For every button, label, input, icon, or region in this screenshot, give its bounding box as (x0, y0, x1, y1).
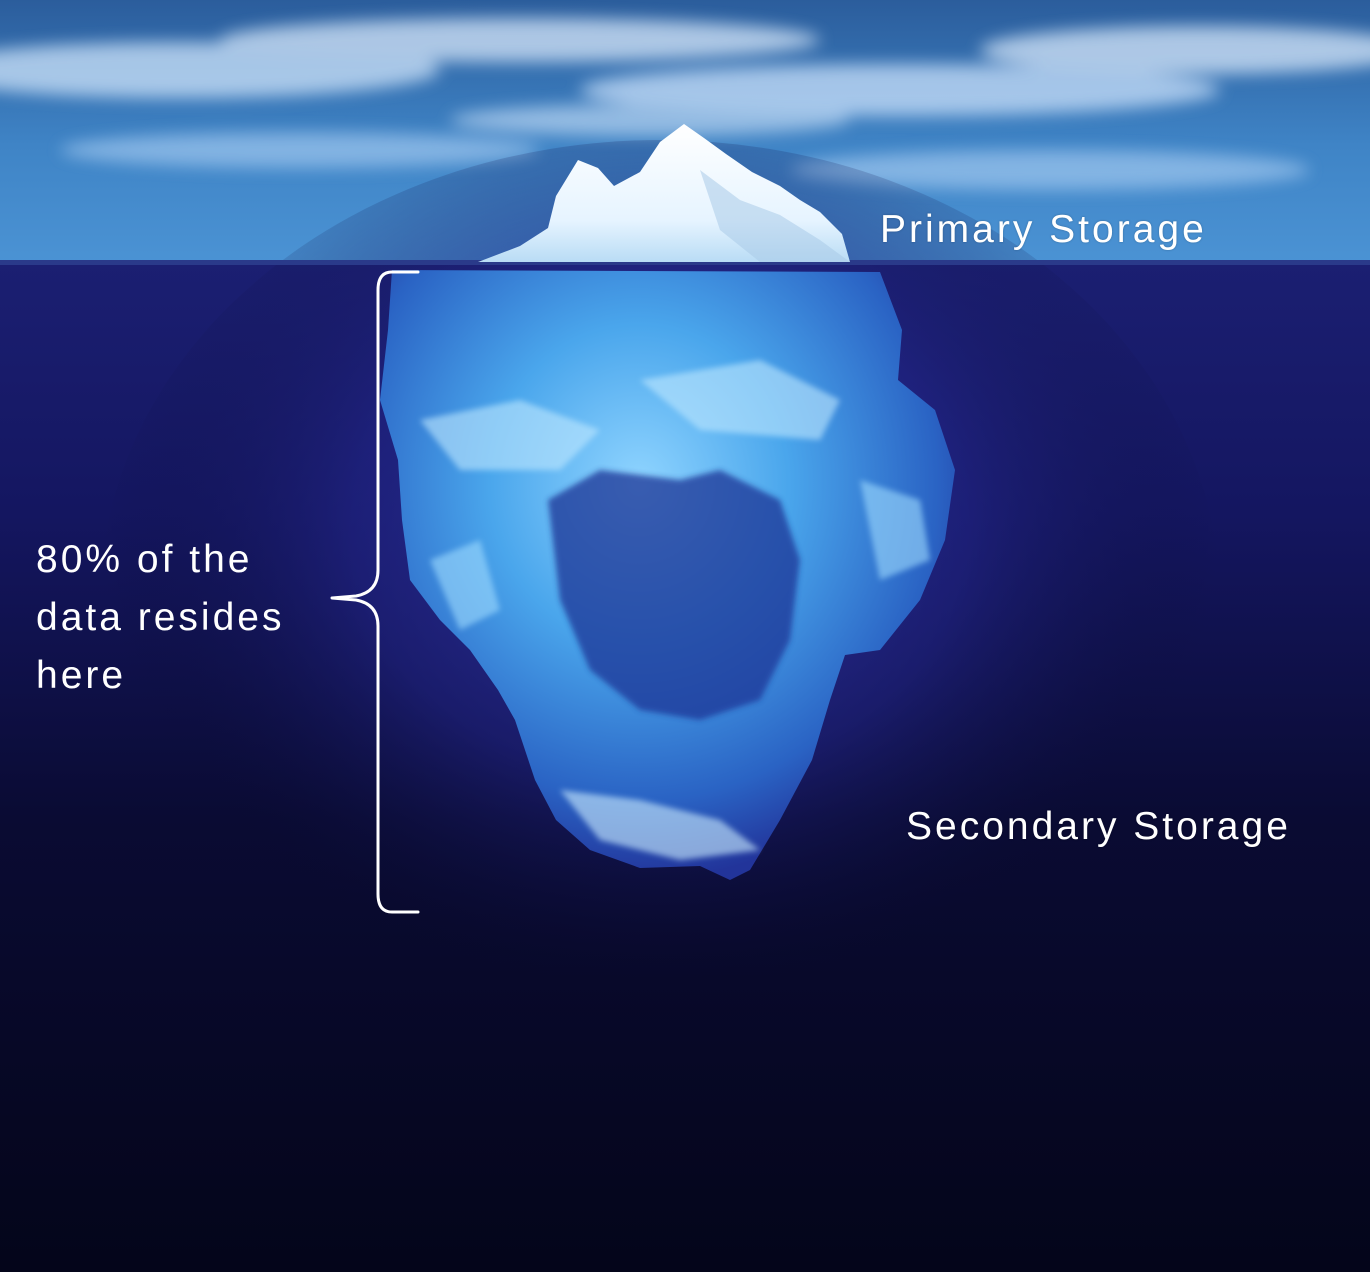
note-line-3: here (36, 654, 127, 697)
iceberg-tip-shadow (700, 170, 850, 262)
ice-highlights (420, 360, 930, 860)
secondary-storage-label: Secondary Storage (906, 805, 1291, 848)
primary-storage-label: Primary Storage (880, 208, 1207, 251)
clouds (0, 18, 1370, 190)
note-line-2: data resides (36, 596, 285, 639)
waterline (0, 260, 1370, 265)
note-line-1: 80% of the (36, 538, 253, 581)
iceberg-cavity (548, 470, 800, 720)
curly-brace-icon (330, 270, 420, 914)
data-distribution-note: 80% of the data resides here (36, 531, 336, 705)
